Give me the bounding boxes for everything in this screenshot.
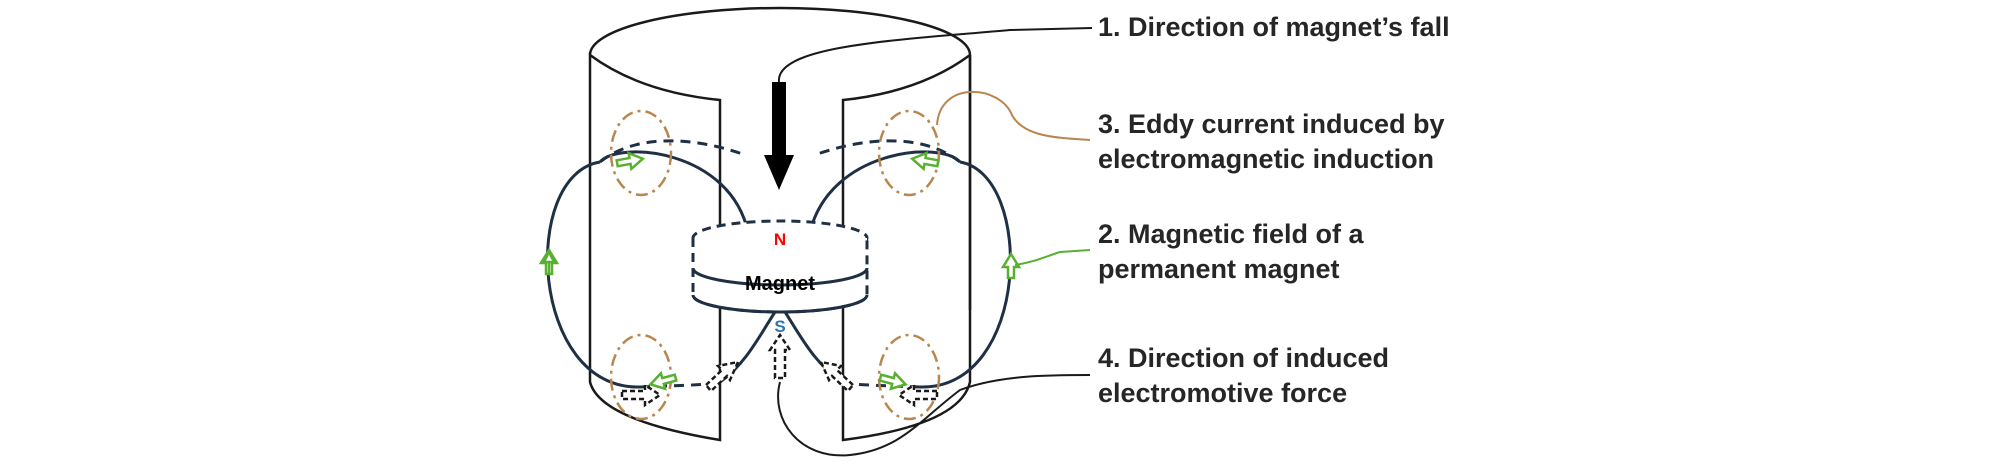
label-eddy-line2: electromagnetic induction — [1098, 144, 1434, 174]
tube-top-back — [588, 52, 722, 442]
emf-arrow-center-up-icon — [767, 332, 793, 380]
green-arrow-up-right-icon — [1000, 251, 1022, 280]
annotations: 1. Direction of magnet’s fall 3. Eddy cu… — [1098, 12, 1450, 408]
eddy-loop-top-right — [877, 109, 941, 197]
leader-fall — [777, 27, 1093, 83]
eddy-loop-bottom-right — [877, 333, 941, 421]
field-direction-arrows — [538, 151, 1022, 391]
magnet-mid-line — [691, 267, 869, 287]
leader-field — [1014, 249, 1091, 266]
green-arrow-top-left-icon — [615, 151, 646, 172]
field-loop-right-outer — [919, 160, 1012, 389]
north-pole-label: N — [774, 230, 786, 249]
green-arrow-top-right-icon — [909, 151, 940, 172]
label-emf-line1: 4. Direction of induced — [1098, 343, 1389, 373]
emf-arrow-diag-left-icon — [704, 360, 741, 393]
green-arrow-bottom-left-icon — [648, 370, 678, 391]
field-loop-left-dashed — [599, 139, 746, 164]
fall-arrow-head-icon — [764, 155, 794, 190]
induced-emf-arrows — [620, 332, 939, 408]
eddy-loop-top-left — [609, 109, 673, 197]
label-emf-line2: electromotive force — [1098, 378, 1347, 408]
green-arrow-bottom-right-icon — [878, 370, 908, 391]
field-loop-right-dashed — [814, 139, 961, 164]
leader-emf — [777, 374, 1091, 457]
leader-eddy — [936, 90, 1091, 141]
green-arrow-up-left-icon — [538, 247, 560, 276]
emf-arrow-diag-right-icon — [818, 360, 855, 393]
permanent-magnet: Magnet N S — [691, 219, 869, 336]
field-loop-right-bottom-dashed — [842, 380, 921, 389]
field-loop-left-outer — [546, 160, 641, 389]
label-field-line2: permanent magnet — [1098, 254, 1340, 284]
field-loop-right-solid — [808, 150, 962, 233]
label-fall: 1. Direction of magnet’s fall — [1098, 12, 1450, 42]
south-pole-label: S — [774, 317, 785, 336]
fall-arrow — [764, 82, 794, 190]
label-eddy-line1: 3. Eddy current induced by — [1098, 109, 1445, 139]
magnet-label: Magnet — [745, 273, 815, 295]
label-field-line1: 2. Magnetic field of a — [1098, 219, 1365, 249]
emf-arrow-bottom-left-icon — [620, 382, 663, 408]
leader-lines — [777, 27, 1093, 457]
magnet-bottom-line — [691, 294, 869, 314]
fall-arrow-shaft — [772, 82, 786, 157]
tube-right-half — [841, 53, 972, 442]
emf-arrow-bottom-right-icon — [896, 382, 939, 408]
